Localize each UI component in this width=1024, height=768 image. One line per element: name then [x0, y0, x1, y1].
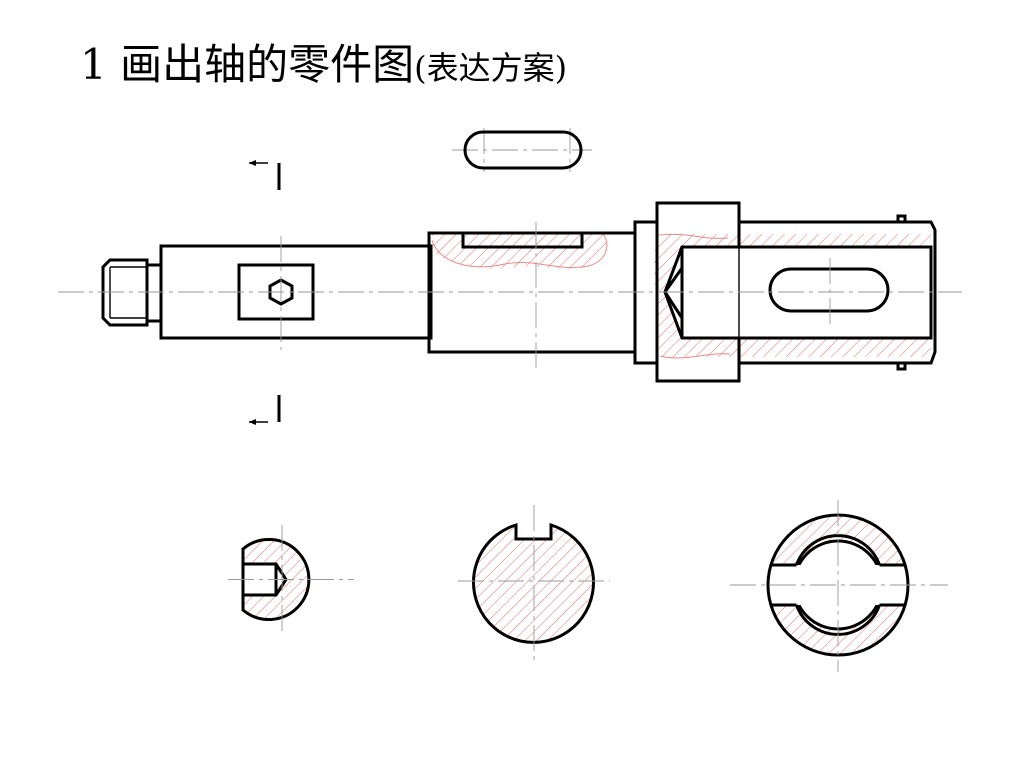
- sleeve-slot: [768, 267, 890, 313]
- cut-arrowhead-top: [249, 160, 256, 166]
- cut-arrowhead-bottom: [249, 419, 256, 425]
- section-2-outline: [472, 522, 595, 644]
- section-view-sleeve-slot: [730, 500, 948, 672]
- cross-hole: [268, 278, 294, 306]
- hatch-section-2: [473, 525, 594, 643]
- title-main: 1 画出轴的零件图: [80, 40, 415, 89]
- section-3-inner-top: [795, 534, 881, 566]
- end-groove-top: [896, 214, 907, 222]
- keyseat-slot: [463, 130, 583, 170]
- thread-relief-groove: [145, 263, 163, 323]
- section-cut-marks: [249, 160, 281, 425]
- shoulder-step: [633, 220, 659, 365]
- section-1-outline: [241, 538, 311, 621]
- section-view-cross-hole: [228, 525, 354, 634]
- break-line-keyway: [431, 233, 608, 269]
- sleeve-bore: [663, 245, 933, 340]
- break-line-sleeve: [659, 233, 731, 359]
- title-sub: (表达方案): [414, 49, 568, 87]
- slide-title: 1 画出轴的零件图(表达方案): [80, 44, 567, 86]
- end-groove-bottom: [896, 363, 907, 371]
- section-view-keyway: [458, 505, 610, 660]
- hatch-local-section-keyway: [432, 234, 607, 269]
- keyseat-detail-view: [452, 128, 592, 172]
- keyway-groove: [461, 231, 584, 249]
- threaded-end: [101, 258, 149, 327]
- shaft-main-view: [58, 201, 962, 383]
